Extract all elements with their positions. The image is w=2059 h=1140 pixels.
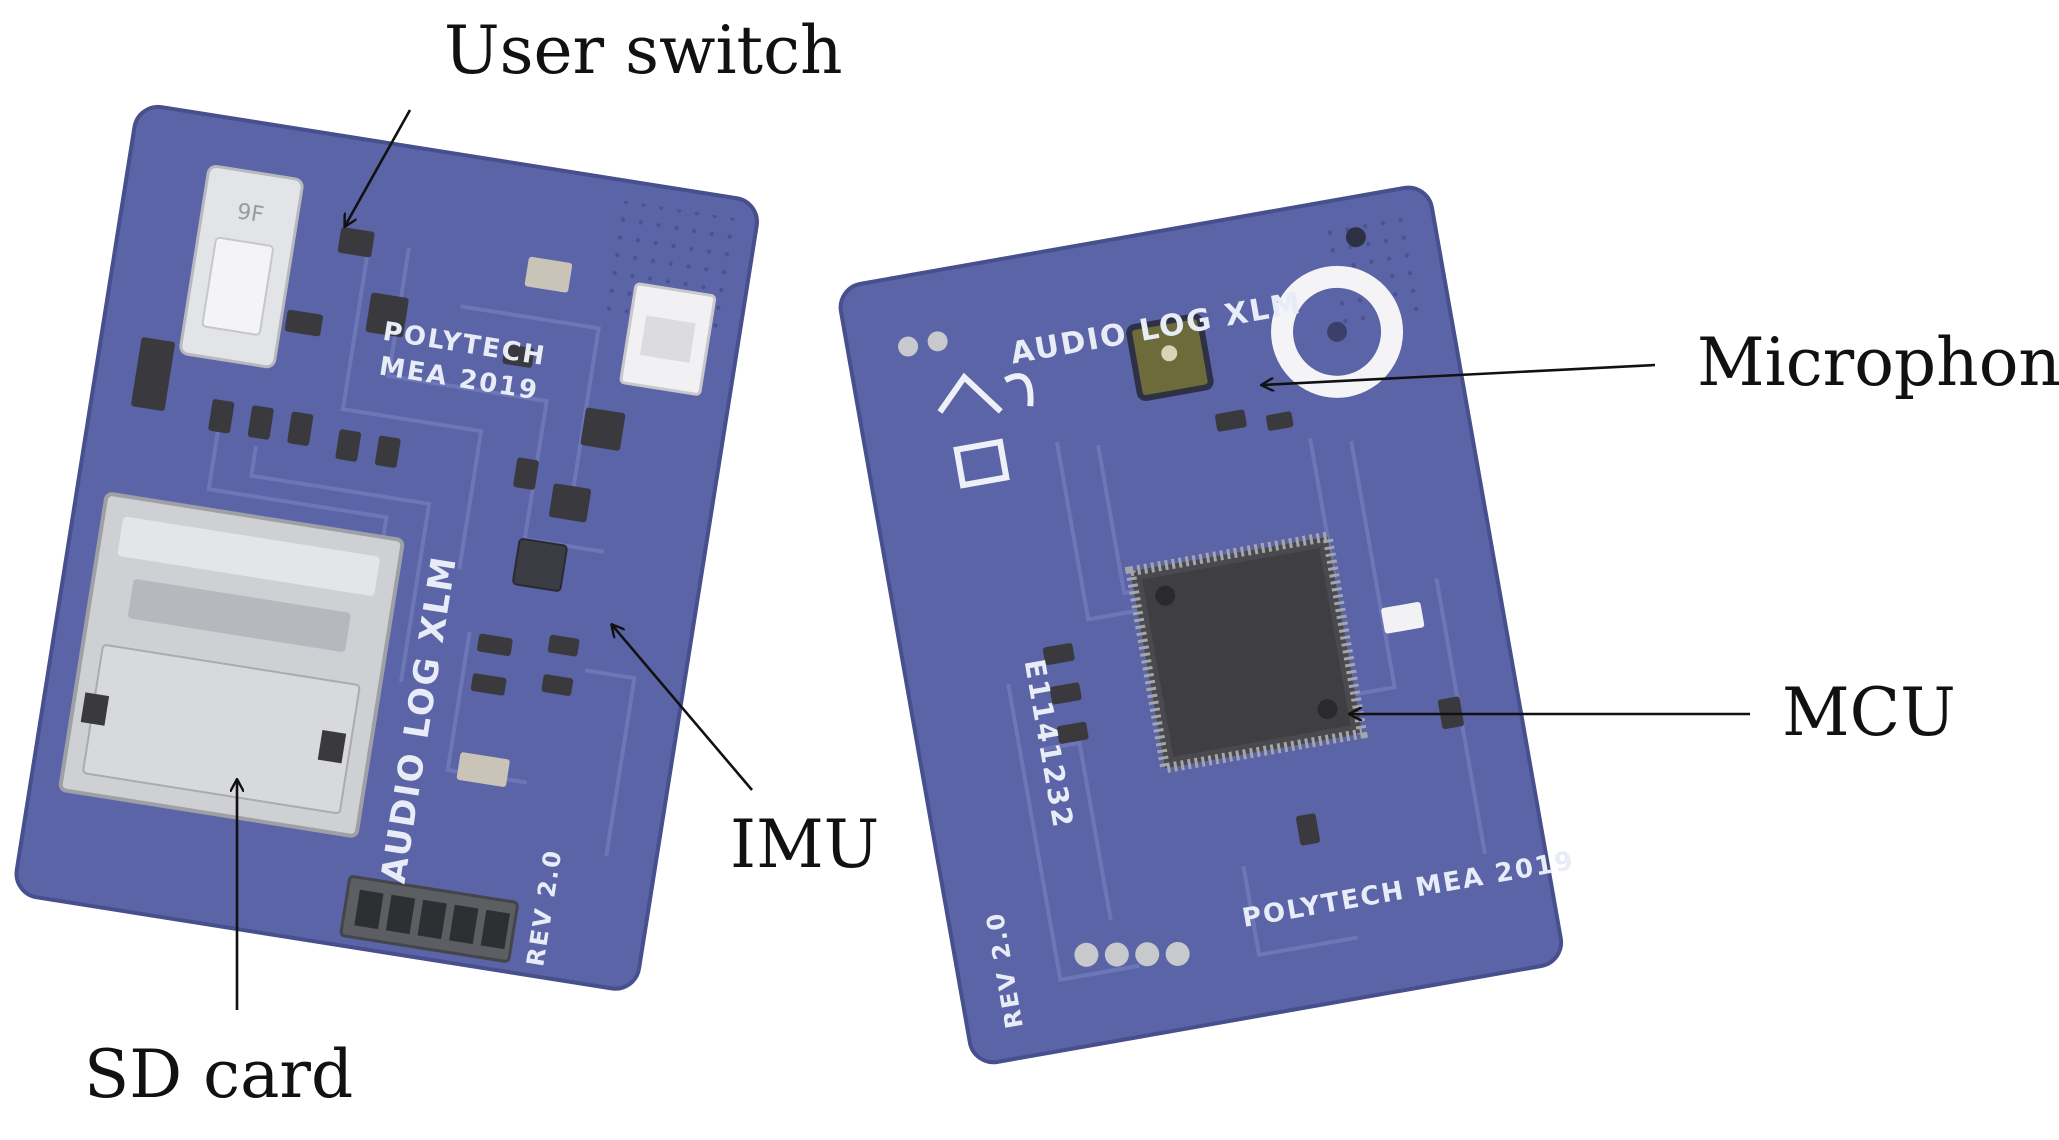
callout-arrows [237,109,1750,1010]
label-mcu: MCU [1782,674,1956,751]
label-microphone: Microphone [1697,324,2059,401]
back-traces [1006,437,1487,983]
robot-logo [937,372,1034,489]
imu-chip [512,538,568,592]
jst-connector [619,282,717,396]
polytech-logo [1271,265,1404,398]
arrow-imu [612,625,753,791]
label-user-switch: User switch [444,12,843,89]
mcu-chip [1124,530,1368,775]
front-board: 9F [14,104,759,991]
label-imu: IMU [730,806,880,883]
user-switch[interactable]: 9F [179,164,304,369]
back-board: AUDIO LOG XLM E1141232 POLYTECH MEA 2019… [838,185,1577,1065]
front-passives [131,227,626,787]
sd-card-slot[interactable] [58,492,405,838]
back-passives [898,331,1464,967]
switch-marking: 9F [235,199,265,228]
microphone-chip [1126,313,1214,401]
pin-header [339,875,519,963]
label-sd-card: SD card [84,1036,354,1113]
arrow-microphone [1262,363,1656,385]
arrow-user-switch [345,109,412,226]
